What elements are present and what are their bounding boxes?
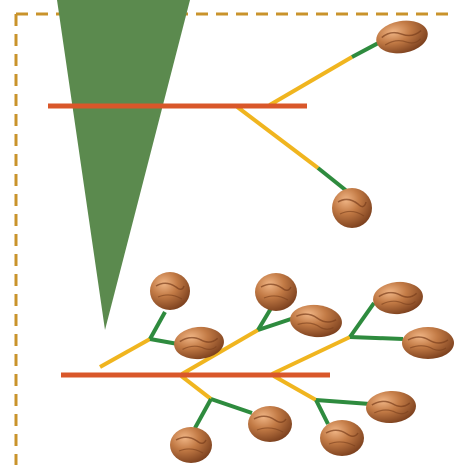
walnut-icon (248, 406, 292, 442)
lower-petiole (315, 398, 371, 406)
lower-petiole (210, 397, 253, 415)
lower-petiole (349, 335, 404, 341)
walnut-icon (376, 20, 428, 54)
gradient-wedge (57, 0, 190, 330)
walnut-icon (150, 272, 190, 310)
lower-petiole (348, 301, 376, 339)
lower-petiole (193, 398, 213, 429)
lower-petiole (149, 337, 179, 346)
walnut-icon (255, 273, 297, 311)
upper-petiole-down (316, 166, 350, 194)
walnut-icon (402, 327, 454, 359)
lower-petiole (257, 316, 295, 332)
lower-petiole (314, 399, 330, 425)
lower-branch-2 (180, 328, 260, 376)
lower-branch-4 (178, 373, 213, 401)
upper-leaf-structure (48, 20, 428, 228)
lower-branch-1 (99, 337, 151, 369)
upper-branch-up (266, 55, 354, 108)
lower-petiole (148, 311, 167, 340)
walnut-icon (373, 281, 423, 315)
walnut-icon (366, 390, 416, 424)
walnut-icon (332, 188, 372, 228)
lower-branch-5 (271, 373, 317, 402)
walnut-icon (170, 427, 212, 463)
lower-branch-3 (271, 335, 351, 376)
lower-leaf-structure (61, 272, 454, 463)
upper-branch-down (234, 104, 320, 170)
walnut-icon (320, 420, 364, 456)
walnut-icon (290, 304, 342, 338)
walnut-icon (174, 326, 224, 360)
